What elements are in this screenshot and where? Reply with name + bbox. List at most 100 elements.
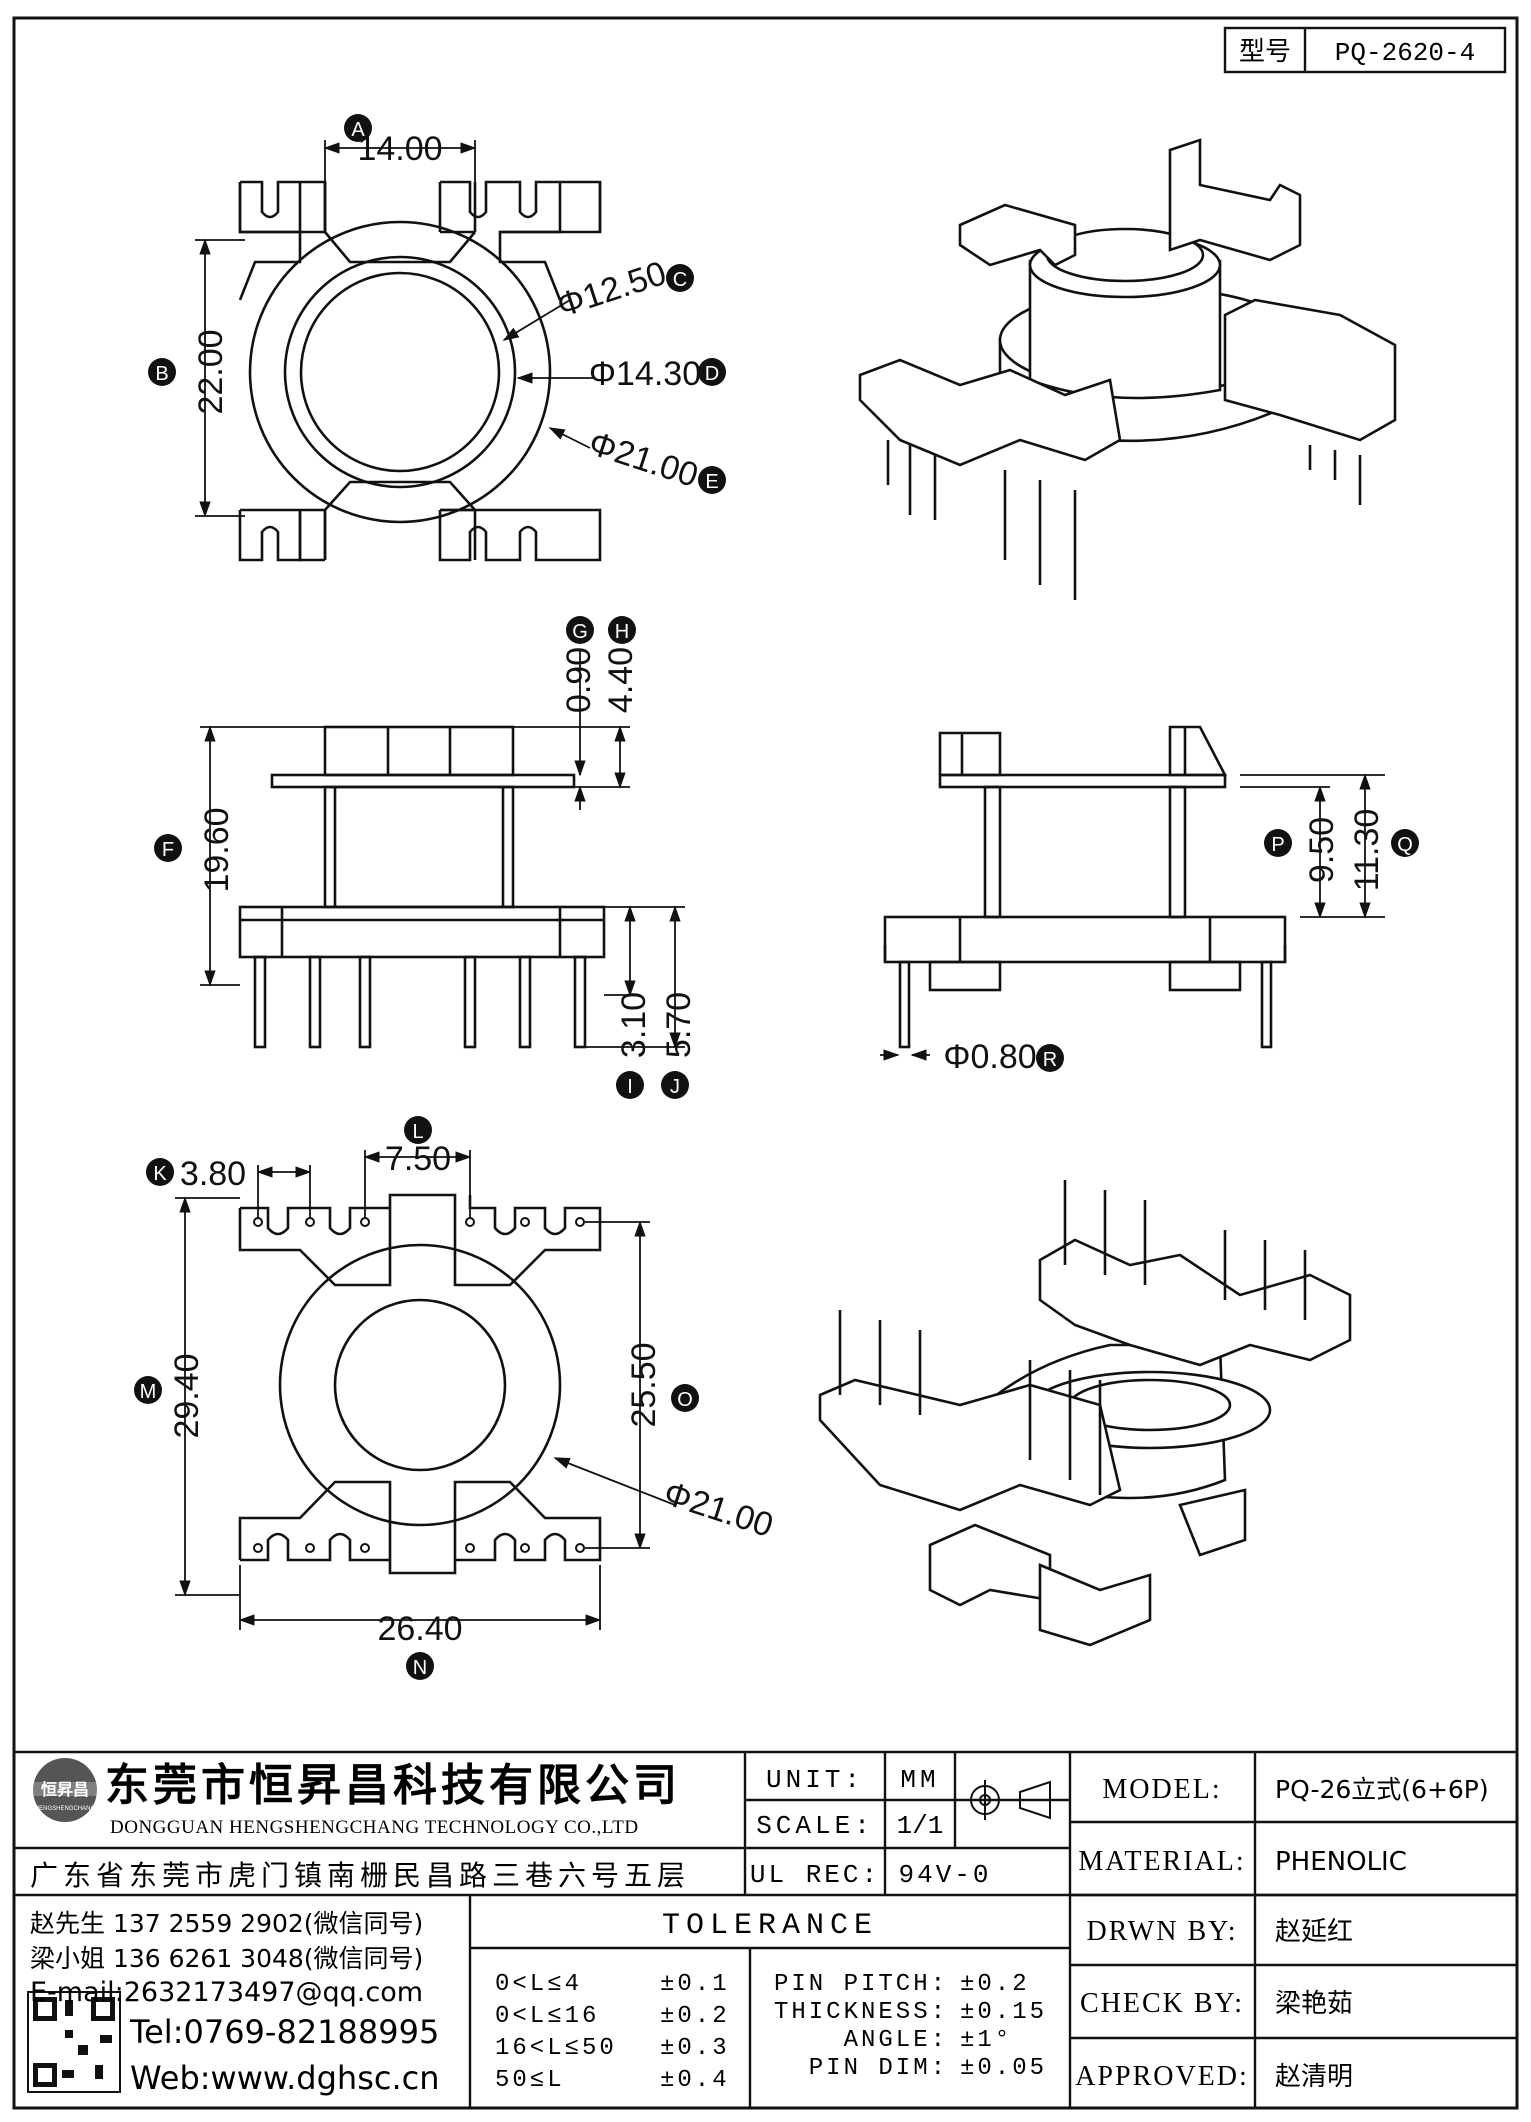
dims-bottom	[175, 1150, 676, 1630]
svg-text:J: J	[670, 1076, 680, 1098]
logo-sub: HENGSHENGCHANG	[35, 1806, 96, 1812]
drawn-by-label: DRWN BY:	[1086, 1916, 1237, 1947]
dim-H: H 4.40	[602, 616, 640, 713]
model-value: PQ-26立式(6+6P)	[1275, 1775, 1489, 1804]
company-name-en: DONGGUAN HENGSHENGCHANG TECHNOLOGY CO.,L…	[110, 1817, 639, 1838]
part-no-value: PQ-2620-4	[1335, 38, 1475, 68]
svg-text:±0.2: ±0.2	[960, 1971, 1030, 1998]
check-by-value: 梁艳茹	[1275, 1989, 1353, 2019]
bottom-view	[238, 1193, 602, 1575]
dim-G: G 0.90	[560, 616, 598, 713]
svg-text:Q: Q	[1397, 834, 1413, 856]
contact-2: 梁小姐 136 6261 3048(微信同号)	[30, 1944, 423, 1973]
svg-text:PIN PITCH:: PIN PITCH:	[774, 1971, 948, 1998]
unit-label: UNIT:	[766, 1765, 864, 1795]
svg-text:0.90: 0.90	[560, 647, 598, 713]
dim-A: A14.00	[344, 114, 443, 168]
projection-symbol	[962, 1780, 1051, 1820]
svg-text:19.60: 19.60	[198, 807, 236, 892]
svg-text:±0.1: ±0.1	[660, 1971, 730, 1998]
svg-text:B: B	[155, 363, 168, 385]
drawn-by-value: 赵延红	[1275, 1917, 1353, 1947]
svg-text:11.30: 11.30	[1348, 809, 1386, 892]
top-view-upper	[238, 180, 602, 562]
approved-value: 赵清明	[1275, 2062, 1353, 2092]
approved-label: APPROVED:	[1075, 2061, 1249, 2092]
part-no-label: 型号	[1239, 37, 1291, 67]
model-label: MODEL:	[1102, 1774, 1221, 1805]
contact-tel: Tel:0769-82188995	[129, 2013, 439, 2051]
svg-text:F: F	[162, 839, 174, 861]
svg-text:H: H	[615, 621, 629, 643]
svg-text:PIN DIM:: PIN DIM:	[809, 2055, 948, 2082]
svg-text:D: D	[705, 363, 719, 385]
title-block: MODEL: PQ-26立式(6+6P) MATERIAL: PHENOLIC …	[1075, 1774, 1488, 2092]
svg-text:±0.2: ±0.2	[660, 2003, 730, 2030]
dims-side-right	[880, 773, 1385, 1061]
contact-email: E-mail:2632173497@qq.com	[30, 1977, 423, 2008]
svg-text:3.10: 3.10	[615, 992, 653, 1058]
title-block-grid	[14, 26, 1517, 2108]
svg-text:I: I	[627, 1076, 633, 1098]
side-view-right	[883, 725, 1287, 1049]
svg-text:O: O	[677, 1389, 693, 1411]
company-logo	[33, 1758, 97, 1822]
scale-label: SCALE:	[756, 1811, 874, 1841]
material-value: PHENOLIC	[1275, 1847, 1407, 1877]
dim-J: J5.70	[660, 992, 698, 1099]
svg-text:25.50: 25.50	[625, 1342, 663, 1427]
svg-text:22.00: 22.00	[192, 329, 230, 414]
svg-text:0<L≤16: 0<L≤16	[495, 2003, 599, 2030]
svg-text:±0.05: ±0.05	[960, 2055, 1047, 2082]
scale-value: 1/1	[897, 1811, 944, 1841]
dim-F: F 19.60	[154, 807, 236, 893]
svg-text:Φ0.80: Φ0.80	[943, 1038, 1036, 1076]
svg-text:M: M	[140, 1381, 157, 1403]
ul-rec-label: UL REC:	[750, 1860, 880, 1890]
svg-text:ANGLE:: ANGLE:	[844, 2027, 948, 2054]
svg-text:14.00: 14.00	[357, 130, 442, 168]
svg-text:A: A	[351, 119, 365, 141]
tolerance-table: 0<L≤4±0.1 0<L≤16±0.2 16<L≤50±0.3 50≤L±0.…	[495, 1971, 1047, 2094]
svg-text:P: P	[1271, 834, 1284, 856]
qr-code	[27, 1991, 121, 2093]
svg-text:3.80: 3.80	[180, 1155, 246, 1193]
svg-text:50≤L: 50≤L	[495, 2067, 565, 2094]
svg-text:16<L≤50: 16<L≤50	[495, 2035, 617, 2062]
svg-text:4.40: 4.40	[602, 647, 640, 713]
svg-text:±1°: ±1°	[960, 2027, 1012, 2054]
company-name-cn: 东莞市恒昇昌科技有限公司	[105, 1760, 681, 1811]
dim-K: K 3.80	[146, 1155, 246, 1193]
svg-text:N: N	[413, 1657, 427, 1679]
dim-N: N 26.40	[377, 1610, 463, 1680]
dim-Q: Q 11.30	[1348, 809, 1419, 892]
dim-I: I 3.10	[615, 992, 653, 1099]
check-by-label: CHECK BY:	[1080, 1988, 1244, 2019]
contact-web: Web:www.dghsc.cn	[130, 2059, 440, 2097]
svg-text:29.40: 29.40	[168, 1353, 206, 1438]
dim-extra: Φ21.00	[659, 1474, 777, 1545]
dim-L: L7.50	[385, 1116, 451, 1178]
unit-value: MM	[900, 1765, 939, 1795]
ul-rec-value: 94V-0	[898, 1860, 991, 1890]
dims-upper	[195, 140, 595, 518]
svg-text:Φ14.30: Φ14.30	[589, 355, 701, 393]
dim-B: B 22.00	[148, 329, 230, 415]
svg-text:±0.4: ±0.4	[660, 2067, 730, 2094]
logo-text: 恒昇昌	[41, 1780, 89, 1799]
dim-R: R Φ0.80	[943, 1038, 1064, 1076]
svg-text:±0.15: ±0.15	[960, 1999, 1047, 2026]
svg-text:E: E	[705, 471, 718, 493]
side-view-front	[238, 725, 606, 1049]
svg-text:G: G	[572, 621, 588, 643]
svg-text:K: K	[153, 1163, 167, 1185]
svg-text:L: L	[412, 1121, 423, 1143]
svg-text:R: R	[1043, 1049, 1057, 1071]
svg-text:±0.3: ±0.3	[660, 2035, 730, 2062]
svg-text:26.40: 26.40	[377, 1610, 462, 1648]
